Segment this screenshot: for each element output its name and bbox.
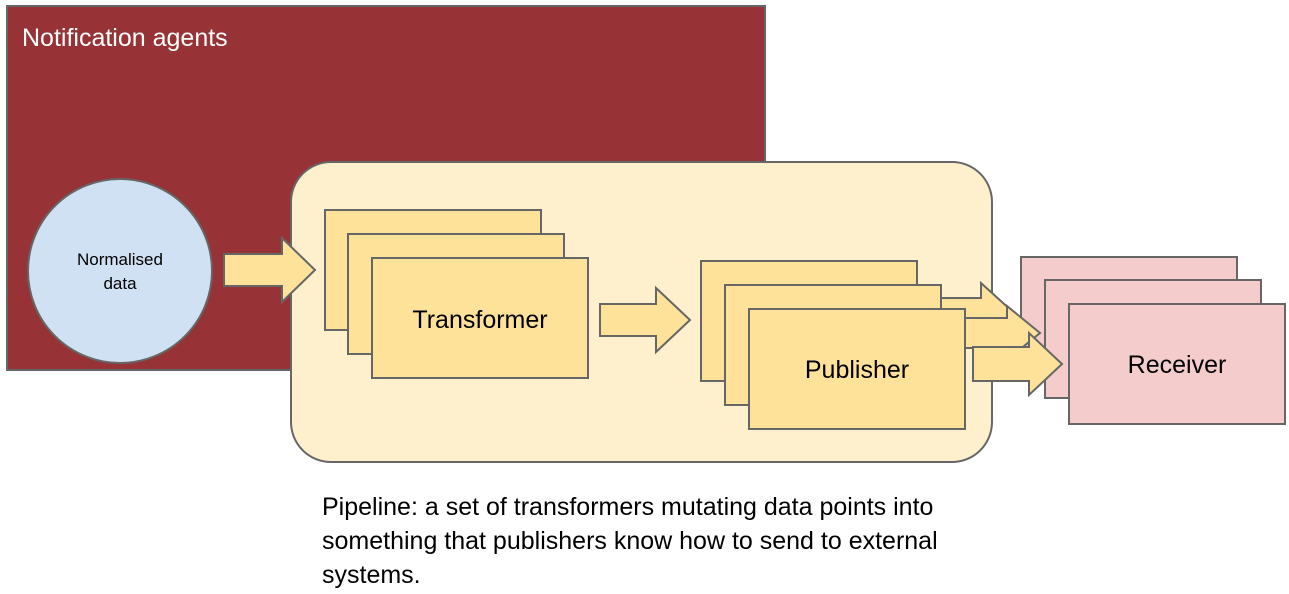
normalised-data-label-line2: data xyxy=(103,274,137,293)
receiver-card-front xyxy=(1068,303,1286,425)
publisher-label: Publisher xyxy=(805,356,909,384)
normalised-data-node xyxy=(27,178,213,364)
transformer-card-front xyxy=(371,257,589,379)
receiver-label: Receiver xyxy=(1128,351,1227,379)
publisher-card-front xyxy=(748,308,966,430)
transformer-label: Transformer xyxy=(412,306,547,334)
normalised-data-label-line1: Normalised xyxy=(77,250,163,269)
arrow-transformer-to-publisher xyxy=(599,285,692,355)
pipeline-caption: Pipeline: a set of transformers mutating… xyxy=(322,493,938,589)
arrow-data-to-transformer xyxy=(223,235,317,305)
arrow-publisher-to-receiver-front xyxy=(972,330,1064,398)
notification-agents-label: Notification agents xyxy=(22,24,228,52)
